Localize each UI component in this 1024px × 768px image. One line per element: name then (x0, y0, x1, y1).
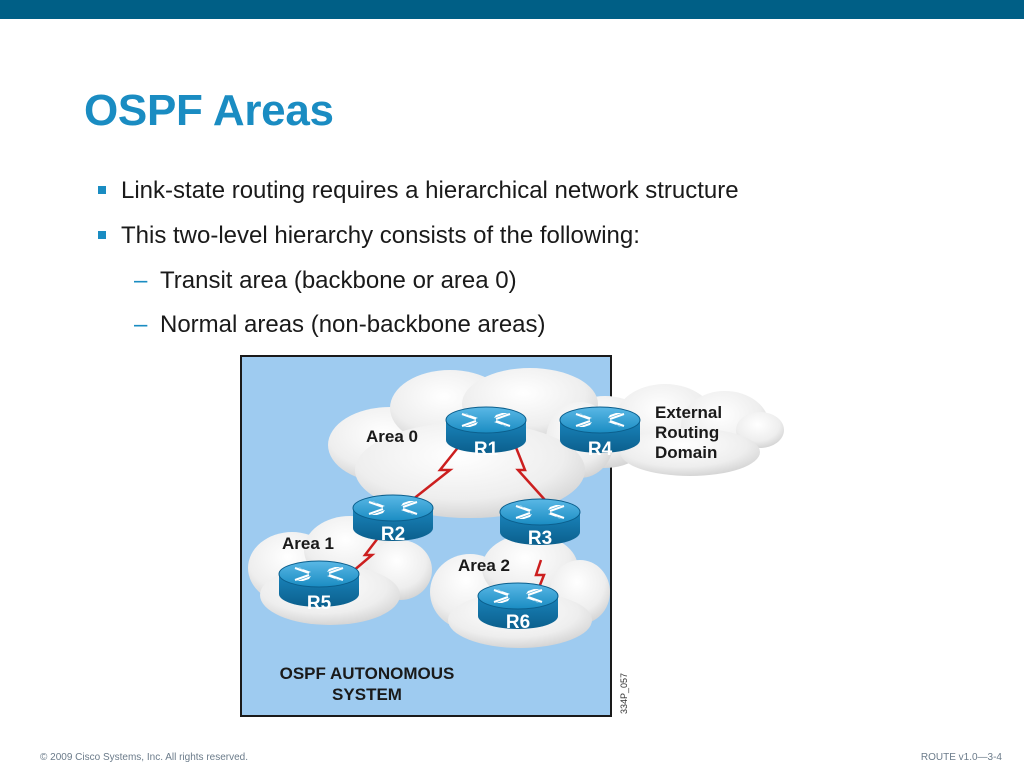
footer-copyright: © 2009 Cisco Systems, Inc. All rights re… (40, 752, 249, 763)
bullet-item: Link-state routing requires a hierarchic… (96, 176, 896, 206)
sub-bullet-item: – Transit area (backbone or area 0) (96, 266, 896, 296)
router-label: R3 (528, 528, 552, 549)
footer-course: ROUTE v1.0—3-4 (920, 752, 1002, 763)
external-label: External (655, 403, 722, 422)
bullet-list: Link-state routing requires a hierarchic… (96, 176, 896, 354)
system-label: OSPF AUTONOMOUS (280, 664, 455, 683)
router-label: R6 (506, 612, 530, 633)
bullet-text: This two-level hierarchy consists of the… (121, 222, 640, 249)
bullet-square-icon (98, 186, 106, 194)
router-label: R4 (588, 439, 613, 460)
links (351, 444, 546, 591)
figure-id: 334P_057 (619, 673, 629, 714)
link-r1-r3 (513, 444, 546, 501)
system-label: SYSTEM (332, 685, 402, 704)
top-bar (0, 0, 1024, 19)
router-label: R1 (474, 439, 499, 460)
slide-title: OSPF Areas (84, 86, 334, 135)
external-label: Routing (655, 423, 719, 442)
link-r1-r2 (411, 444, 461, 501)
sub-bullet-dash: – (134, 267, 148, 294)
bullet-item: This two-level hierarchy consists of the… (96, 221, 896, 251)
area-label: Area 0 (366, 427, 418, 446)
sub-bullet-item: – Normal areas (non-backbone areas) (96, 310, 896, 340)
bullet-square-icon (98, 231, 106, 239)
area-label: Area 1 (282, 534, 334, 553)
sub-bullet-text: Normal areas (non-backbone areas) (160, 311, 546, 338)
area-label: Area 2 (458, 556, 510, 575)
router-label: R2 (381, 524, 405, 545)
link-r2-r5 (351, 537, 379, 573)
sub-bullet-dash: – (134, 311, 148, 338)
external-label: Domain (655, 443, 717, 462)
sub-bullet-text: Transit area (backbone or area 0) (160, 267, 517, 294)
bullet-text: Link-state routing requires a hierarchic… (121, 177, 739, 204)
link-r3-r6 (534, 559, 546, 591)
router-label: R5 (307, 593, 332, 614)
